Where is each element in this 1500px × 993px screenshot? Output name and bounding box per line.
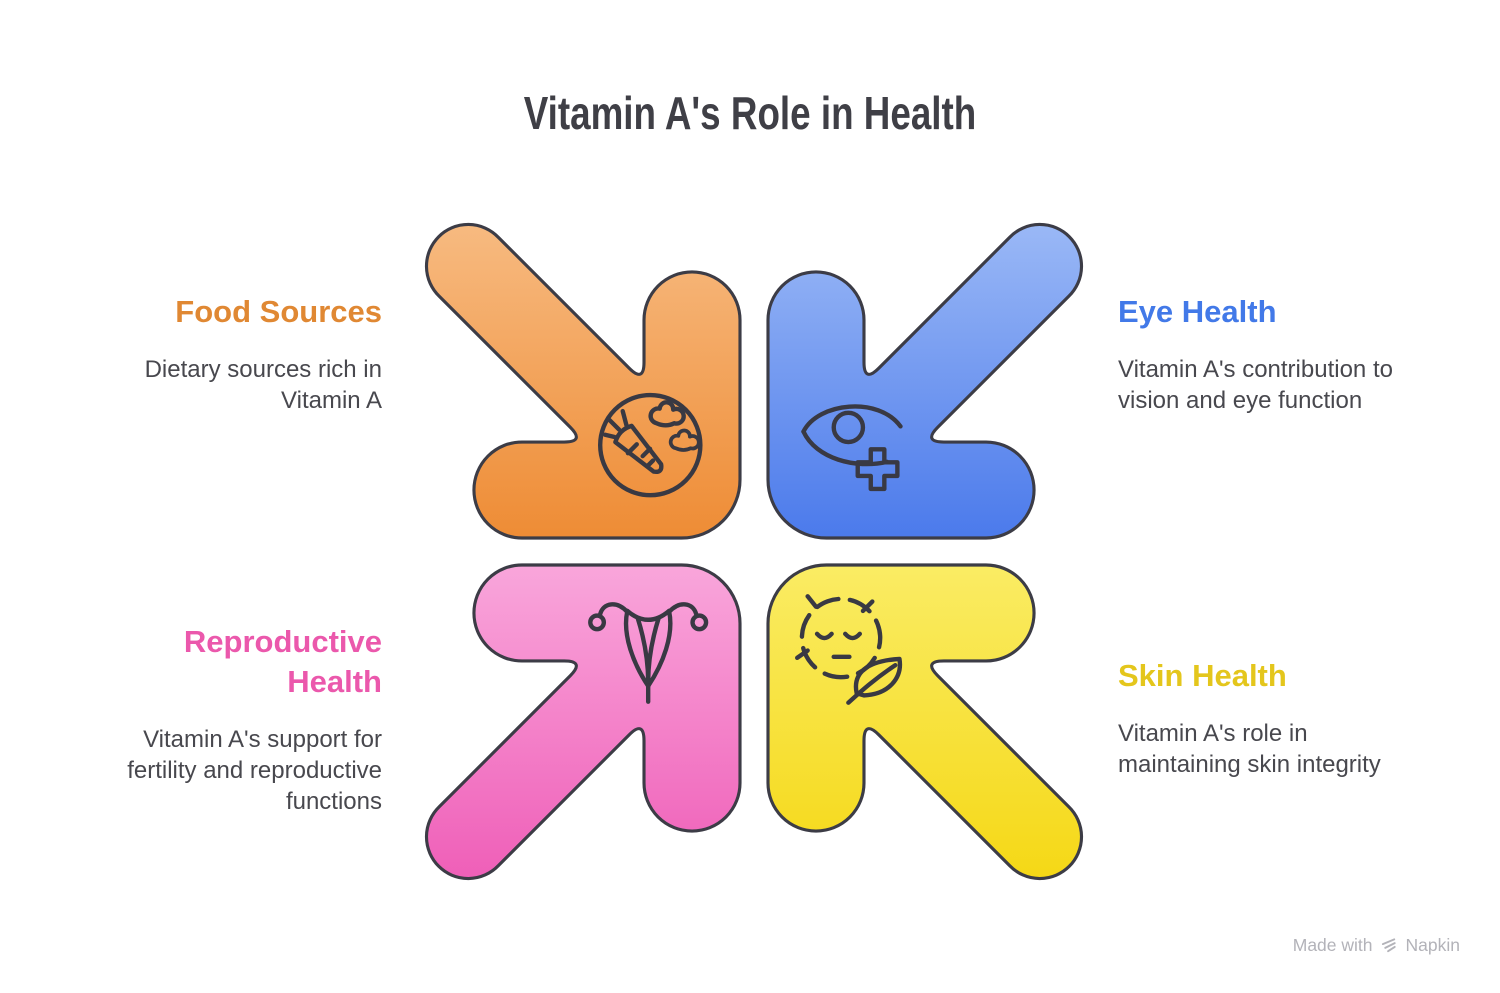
face-leaf-icon [795,594,903,705]
eye-health-heading: Eye Health [1118,294,1277,329]
watermark-brand: Napkin [1405,935,1460,955]
skin-health-description: Vitamin A's role in maintaining skin int… [1118,720,1381,778]
eye-health-arrow [766,222,1084,540]
napkin-logo-icon [1381,938,1396,953]
food-sources-heading: Food Sources [175,294,382,329]
reproductive-health-heading: Reproductive Health [183,624,382,699]
watermark: Made with Napkin [1293,935,1460,956]
eye-health-label-block: Eye Health Vitamin A's contribution to v… [1118,292,1478,416]
reproductive-health-description: Vitamin A's support for fertility and re… [127,726,382,815]
diagram-title: Vitamin A's Role in Health [523,87,977,139]
skin-health-arrow [766,563,1084,881]
skin-health-label-block: Skin Health Vitamin A's role in maintain… [1118,656,1478,780]
skin-health-heading: Skin Health [1118,658,1287,693]
food-sources-label-block: Food Sources Dietary sources rich in Vit… [52,292,382,416]
uterus-icon [588,602,709,704]
eye-medical-icon [801,404,903,492]
food-sources-arrow [424,222,742,540]
food-sources-description: Dietary sources rich in Vitamin A [144,356,382,414]
reproductive-health-arrow [424,563,742,881]
carrot-vegetables-icon [598,392,703,498]
eye-health-description: Vitamin A's contribution to vision and e… [1118,356,1393,414]
reproductive-health-label-block: Reproductive Health Vitamin A's support … [42,622,382,817]
watermark-prefix: Made with [1292,935,1373,955]
